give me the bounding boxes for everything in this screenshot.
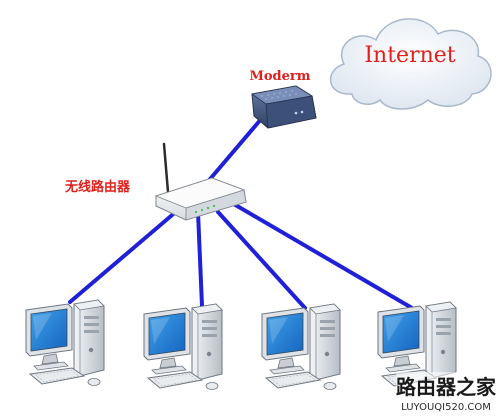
computer-icon — [143, 303, 223, 390]
computer-icon — [25, 299, 105, 386]
watermark-main: 路由器之家 — [396, 375, 497, 399]
internet-label: Internet — [364, 43, 455, 68]
cloud-icon — [329, 18, 492, 110]
cable-router-pc-3 — [216, 210, 307, 310]
cable-router-pc-4 — [230, 201, 414, 310]
watermark: 路由器之家 LUYOUQI520.COM — [396, 372, 498, 414]
cable-router-pc-2 — [196, 210, 204, 308]
cables — [68, 116, 414, 310]
cable-router-pc-1 — [68, 208, 180, 304]
computer-2 — [143, 303, 223, 390]
computer-3 — [261, 303, 341, 390]
cable-router-modem — [203, 116, 264, 187]
modem-label: Moderm — [249, 69, 310, 84]
watermark-sub: LUYOUQI520.COM — [401, 402, 491, 413]
modem-icon — [250, 85, 317, 129]
computer-1 — [25, 299, 105, 386]
computer-icon — [261, 303, 341, 390]
wireless-router-icon — [154, 142, 247, 221]
antenna — [162, 142, 170, 194]
router-label: 无线路由器 — [64, 179, 131, 195]
